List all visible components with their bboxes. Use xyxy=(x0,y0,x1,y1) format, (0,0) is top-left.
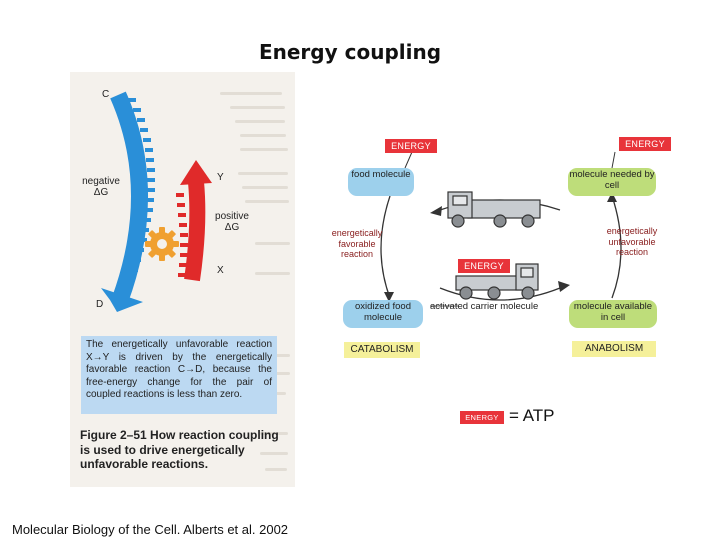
favorable-reaction-arrow xyxy=(101,91,155,312)
anabolism-arrowhead xyxy=(607,192,617,202)
molecule-needed-box: molecule needed by cell xyxy=(568,168,656,196)
positive-line: positive xyxy=(215,211,249,222)
food-molecule-box: food molecule xyxy=(348,168,414,196)
empty-truck-icon xyxy=(447,191,541,228)
catabolism-arrowhead xyxy=(384,292,394,302)
negative-delta-g: ΔG xyxy=(93,187,109,198)
gear-icon xyxy=(145,227,179,261)
positive-delta-g: ΔG xyxy=(224,222,240,233)
energy-connector-right xyxy=(611,151,616,169)
catabolism-label: CATABOLISM xyxy=(344,342,420,358)
energy-tag-catabolism: ENERGY xyxy=(385,139,437,153)
lower-cycle-arrowhead xyxy=(558,281,570,292)
negative-line: negative xyxy=(82,176,120,187)
energy-connector-left xyxy=(404,151,413,169)
catabolism-arrow xyxy=(380,195,391,299)
energy-tag-anabolism: ENERGY xyxy=(619,137,671,151)
reactant-c-label: C xyxy=(102,89,110,100)
negative-delta-g-label: negative ΔG xyxy=(80,176,122,198)
product-d-label: D xyxy=(96,299,104,310)
positive-delta-g-label: positive ΔG xyxy=(212,211,252,233)
lower-cycle-arrow xyxy=(439,287,561,301)
molecule-available-box: molecule available in cell xyxy=(569,300,657,328)
figure-2-51-panel xyxy=(70,72,295,487)
anabolism-label: ANABOLISM xyxy=(572,341,656,357)
unfavorable-reaction-arrow xyxy=(176,160,212,282)
activated-carrier-label: activated carrier molecule xyxy=(430,301,539,312)
anabolism-arrow xyxy=(611,195,622,299)
legend-equals-atp: = ATP xyxy=(509,406,555,425)
unfavorable-reaction-label: energetically unfavorable reaction xyxy=(606,226,658,257)
figure-caption: Figure 2–51 How reaction coupling is use… xyxy=(80,428,279,471)
loaded-truck-icon xyxy=(455,263,539,300)
coupling-explanation-box: The energetically unfavorable reaction X… xyxy=(81,336,277,414)
slide-title: Energy coupling xyxy=(258,40,442,64)
upper-cycle-arrowhead xyxy=(430,206,442,216)
favorable-reaction-label: energetically favorable reaction xyxy=(331,228,383,259)
legend-energy-tag: ENERGY xyxy=(460,411,504,424)
energy-tag-carrier: ENERGY xyxy=(458,259,510,273)
product-y-label: Y xyxy=(217,172,224,183)
source-credit: Molecular Biology of the Cell. Alberts e… xyxy=(12,522,289,537)
reactant-x-label: X xyxy=(217,265,224,276)
oxidized-food-box: oxidized food molecule xyxy=(343,300,423,328)
